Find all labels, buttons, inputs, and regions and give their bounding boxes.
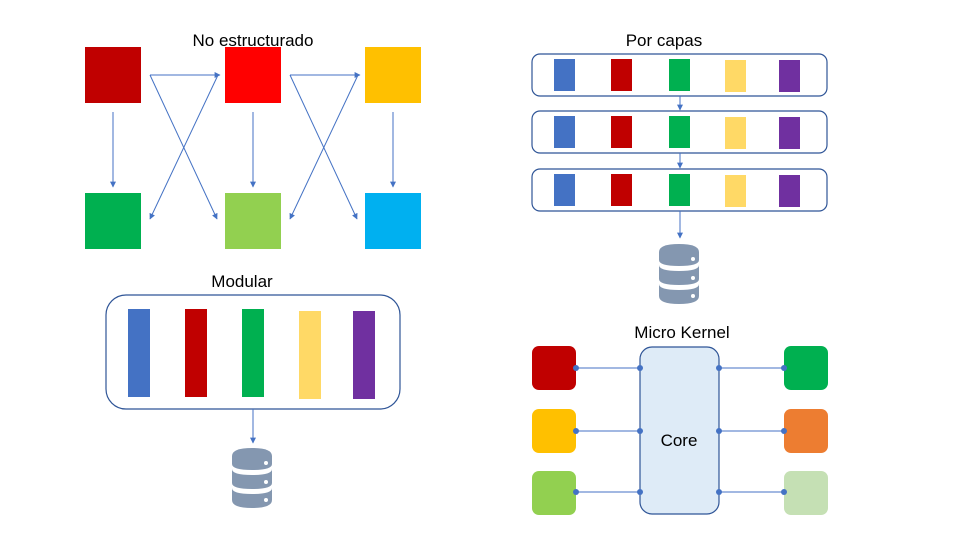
connector-dot (573, 489, 579, 495)
layer-module-yellow (725, 175, 746, 207)
unstructured-box-dark-red (85, 47, 141, 103)
microkernel-title: Micro Kernel (634, 323, 729, 342)
layer-module-dark-red (611, 174, 632, 206)
microkernel-connectors (576, 367, 784, 493)
connector-dot (781, 365, 787, 371)
connector (289, 74, 359, 220)
core-label: Core (661, 431, 698, 450)
layer-module-blue (554, 116, 575, 148)
connector-dot (637, 489, 643, 495)
database-icon (232, 448, 272, 508)
connector (149, 74, 219, 220)
plugin-light-green (532, 471, 576, 515)
plugin-orange (784, 409, 828, 453)
connector-dot (573, 365, 579, 371)
layer-module-green (669, 59, 690, 91)
unstructured-box-sky-blue (365, 193, 421, 249)
unstructured-box-green (85, 193, 141, 249)
connector-dots (573, 365, 787, 495)
modular-module-yellow (299, 311, 321, 399)
plugin-green (784, 346, 828, 390)
connector-dot (637, 428, 643, 434)
plugin-dark-red (532, 346, 576, 390)
plugin-pale-green (784, 471, 828, 515)
layer-module-yellow (725, 117, 746, 149)
layer-module-purple (779, 117, 800, 149)
layer-1 (531, 53, 828, 97)
unstructured-section: No estructurado (85, 31, 421, 249)
layer-3 (531, 168, 828, 212)
layer-module-green (669, 116, 690, 148)
modular-module-blue (128, 309, 150, 397)
layer-module-dark-red (611, 59, 632, 91)
connector-dot (716, 365, 722, 371)
unstructured-box-red (225, 47, 281, 103)
connector-dot (637, 365, 643, 371)
layer-module-blue (554, 59, 575, 91)
layer-2 (531, 110, 828, 154)
connector-dot (716, 489, 722, 495)
plugin-amber (532, 409, 576, 453)
connector-dot (781, 489, 787, 495)
unstructured-connectors (110, 72, 396, 220)
layer-module-purple (779, 175, 800, 207)
layered-title: Por capas (626, 31, 703, 50)
connector-dot (716, 428, 722, 434)
modular-section: Modular (105, 272, 401, 508)
layer-module-yellow (725, 60, 746, 92)
modular-module-green (242, 309, 264, 397)
layer-module-dark-red (611, 116, 632, 148)
database-icon (659, 244, 699, 304)
layer-module-blue (554, 174, 575, 206)
modular-title: Modular (211, 272, 273, 291)
unstructured-box-amber (365, 47, 421, 103)
unstructured-box-light-green (225, 193, 281, 249)
microkernel-section: Micro Kernel Core (532, 323, 828, 515)
unstructured-title: No estructurado (193, 31, 314, 50)
connector-dot (573, 428, 579, 434)
layered-section: Por capas (531, 31, 828, 304)
modular-module-purple (353, 311, 375, 399)
connector-dot (781, 428, 787, 434)
modular-module-dark-red (185, 309, 207, 397)
layer-module-purple (779, 60, 800, 92)
layer-module-green (669, 174, 690, 206)
